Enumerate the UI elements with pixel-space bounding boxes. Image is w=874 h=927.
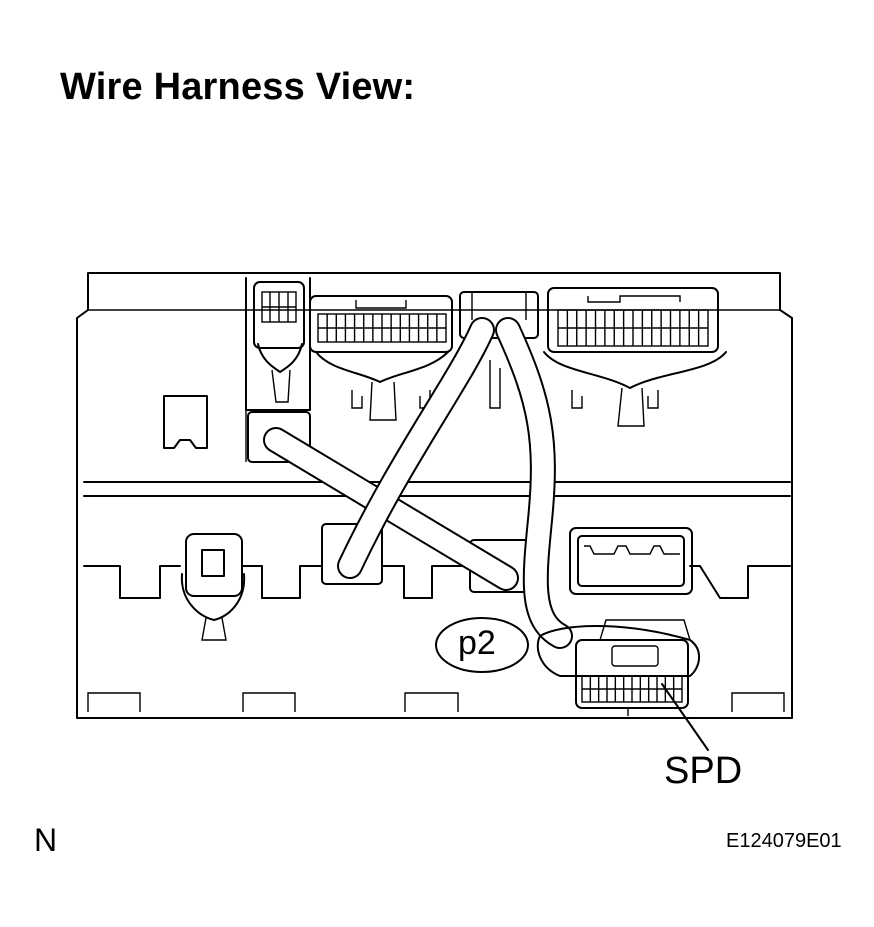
wire-harness (263, 317, 573, 649)
connector-small-top-left (253, 281, 305, 403)
connector-code-badge (435, 617, 529, 673)
spd-leader-line (661, 683, 709, 751)
connector-top-middle (309, 295, 453, 421)
diagram-title: Wire Harness View: (60, 66, 416, 108)
connector-code-text: p2 (458, 624, 496, 662)
orientation-mark: N (34, 822, 58, 858)
panel-housing (76, 272, 793, 719)
spd-label: SPD (664, 750, 743, 792)
connector-lower-right (569, 527, 693, 595)
connector-top-right (543, 287, 727, 427)
figure-code: E124079E01 (726, 830, 842, 852)
spd-connector (536, 619, 700, 716)
connector-lower-left (180, 533, 246, 641)
